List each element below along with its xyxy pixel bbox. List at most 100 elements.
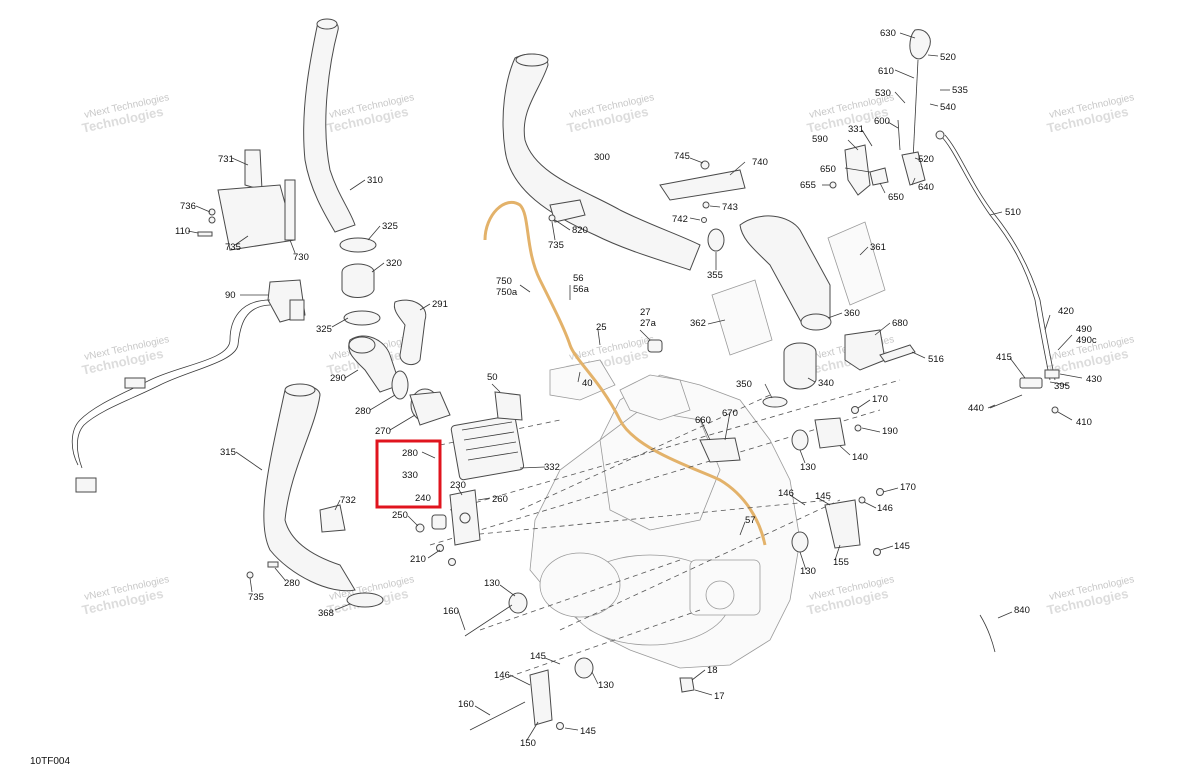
- part-label-325[interactable]: 325: [382, 221, 398, 232]
- part-label-670[interactable]: 670: [722, 408, 738, 419]
- part-label-160[interactable]: 160: [443, 606, 459, 617]
- clamp-325-top[interactable]: [339, 237, 377, 253]
- mount-130-lower[interactable]: [574, 657, 594, 679]
- fuel-hose[interactable]: [483, 201, 767, 546]
- part-label-740[interactable]: 740: [752, 157, 768, 168]
- air-duct-310[interactable]: [303, 18, 356, 233]
- part-label-280c[interactable]: 280: [284, 578, 300, 589]
- engine-block[interactable]: [529, 359, 801, 669]
- part-label-27a[interactable]: 27a: [640, 318, 657, 329]
- wire-harness[interactable]: [71, 299, 271, 493]
- spring-600[interactable]: [897, 119, 901, 151]
- part-label-680[interactable]: 680: [892, 318, 908, 329]
- bracket-730[interactable]: [217, 179, 296, 251]
- part-label-40[interactable]: 40: [582, 378, 593, 389]
- part-label-655[interactable]: 655: [800, 180, 816, 191]
- part-label-130[interactable]: 130: [800, 462, 816, 473]
- fitting-516[interactable]: [879, 344, 916, 363]
- bracket-680[interactable]: [844, 329, 886, 371]
- part-label-210[interactable]: 210: [410, 554, 426, 565]
- part-label-270[interactable]: 270: [375, 426, 391, 437]
- part-label-290[interactable]: 290: [330, 373, 346, 384]
- part-label-340[interactable]: 340: [818, 378, 834, 389]
- part-label-750a[interactable]: 750a: [496, 287, 518, 298]
- clamp-350[interactable]: [762, 396, 788, 408]
- part-label-145b[interactable]: 145: [894, 541, 910, 552]
- plate-230[interactable]: [449, 489, 481, 546]
- part-label-742[interactable]: 742: [672, 214, 688, 225]
- part-label-420[interactable]: 420: [1058, 306, 1074, 317]
- part-label-361[interactable]: 361: [870, 242, 886, 253]
- spacer-240[interactable]: [431, 514, 447, 530]
- part-label-535[interactable]: 535: [952, 85, 968, 96]
- part-label-25[interactable]: 25: [596, 322, 607, 333]
- nut-745[interactable]: [700, 160, 710, 170]
- elbow-290[interactable]: [348, 335, 401, 393]
- fitting-395[interactable]: [1019, 377, 1043, 389]
- part-label-146b[interactable]: 146: [877, 503, 893, 514]
- part-label-230[interactable]: 230: [450, 480, 466, 491]
- part-label-130b[interactable]: 130: [800, 566, 816, 577]
- part-label-325b[interactable]: 325: [316, 324, 332, 335]
- part-label-650[interactable]: 650: [820, 164, 836, 175]
- part-label-27[interactable]: 27: [640, 307, 651, 318]
- part-label-415[interactable]: 415: [996, 352, 1012, 363]
- duct-291[interactable]: [393, 299, 427, 366]
- part-label-145[interactable]: 145: [815, 491, 831, 502]
- part-label-280b[interactable]: 280: [402, 448, 418, 459]
- clamp-355[interactable]: [707, 228, 725, 252]
- panel-361[interactable]: [827, 221, 886, 306]
- hose-840[interactable]: [979, 614, 996, 653]
- clip-430[interactable]: [1044, 369, 1060, 379]
- airbox-90[interactable]: [267, 279, 306, 323]
- bolt-190[interactable]: [854, 424, 862, 432]
- mount-130-lower-left[interactable]: [508, 592, 528, 614]
- part-label-730[interactable]: 730: [293, 252, 309, 263]
- panel-362[interactable]: [711, 279, 773, 356]
- part-label-368[interactable]: 368: [318, 608, 334, 619]
- bolt-410[interactable]: [1051, 406, 1059, 414]
- bolt-160-lower[interactable]: [469, 701, 526, 731]
- part-label-130d[interactable]: 130: [598, 680, 614, 691]
- part-label-490[interactable]: 490: [1076, 324, 1092, 335]
- part-label-530[interactable]: 530: [875, 88, 891, 99]
- part-label-590[interactable]: 590: [812, 134, 828, 145]
- part-label-516[interactable]: 516: [928, 354, 944, 365]
- part-label-395[interactable]: 395: [1054, 381, 1070, 392]
- part-label-146[interactable]: 146: [778, 488, 794, 499]
- part-label-360[interactable]: 360: [844, 308, 860, 319]
- part-label-57[interactable]: 57: [745, 515, 756, 526]
- linkage-650[interactable]: [869, 167, 889, 186]
- mount-130-right[interactable]: [791, 531, 809, 553]
- clip-18-17[interactable]: [679, 677, 695, 693]
- bolt-210[interactable]: [436, 544, 456, 566]
- filter-230[interactable]: [450, 415, 525, 481]
- part-label-362[interactable]: 362: [690, 318, 706, 329]
- nut-655[interactable]: [829, 181, 837, 189]
- part-label-610[interactable]: 610: [878, 66, 894, 77]
- bracket-740[interactable]: [659, 169, 746, 201]
- part-label-735b[interactable]: 735: [225, 242, 241, 253]
- boot-270[interactable]: [409, 388, 451, 426]
- part-label-355[interactable]: 355: [707, 270, 723, 281]
- part-label-310[interactable]: 310: [367, 175, 383, 186]
- bolt-160-upper[interactable]: [464, 604, 513, 637]
- clip-280-lower[interactable]: [267, 561, 279, 568]
- bracket-731[interactable]: [244, 149, 263, 191]
- part-label-520[interactable]: 520: [940, 52, 956, 63]
- part-label-735[interactable]: 735: [548, 240, 564, 251]
- part-label-291[interactable]: 291: [432, 299, 448, 310]
- part-label-300[interactable]: 300: [594, 152, 610, 163]
- part-label-17[interactable]: 17: [714, 691, 725, 702]
- clip-742[interactable]: [701, 217, 707, 223]
- clamp-325-bottom[interactable]: [343, 310, 381, 326]
- part-label-315[interactable]: 315: [220, 447, 236, 458]
- part-label-735c[interactable]: 735: [248, 592, 264, 603]
- part-label-410[interactable]: 410: [1076, 417, 1092, 428]
- shifter-630[interactable]: [909, 29, 931, 60]
- bracket-140[interactable]: [814, 417, 846, 449]
- part-label-110[interactable]: 110: [175, 226, 190, 237]
- part-label-170b[interactable]: 170: [900, 482, 916, 493]
- part-label-160b[interactable]: 160: [458, 699, 474, 710]
- part-label-130c[interactable]: 130: [484, 578, 500, 589]
